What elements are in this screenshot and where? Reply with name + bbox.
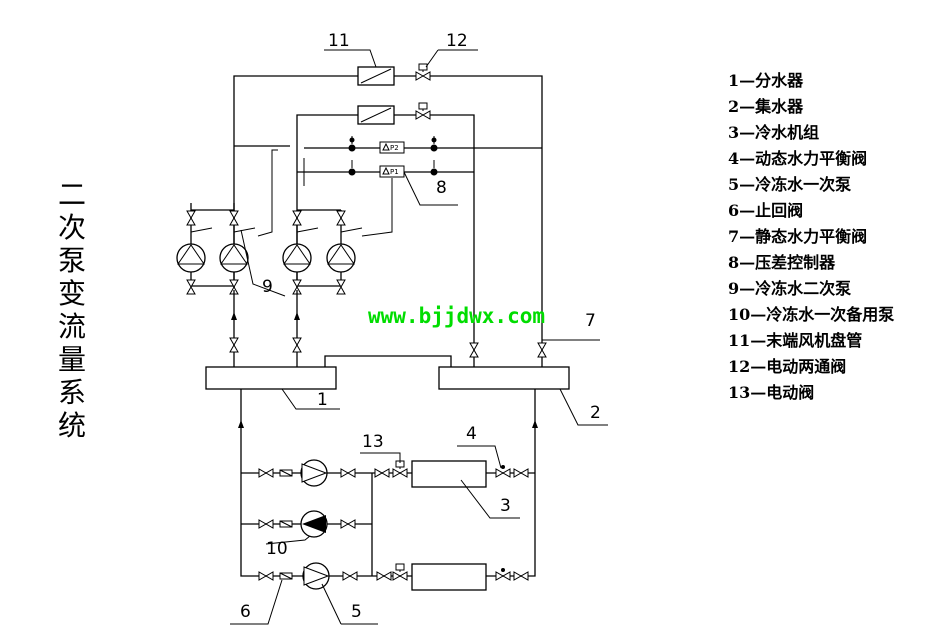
callout-12: 12: [446, 31, 468, 51]
balance-valve-lower: [495, 568, 529, 581]
p2-label: P2: [390, 144, 399, 152]
callout-10: 10: [266, 539, 288, 559]
balance-valve-4: [495, 465, 529, 478]
callout-5: 5: [351, 602, 362, 622]
callout-1: 1: [317, 390, 328, 410]
primary-standby-pump-10: [258, 510, 356, 538]
chiller-3: [411, 460, 487, 488]
electric-two-way-valve-lower: [415, 102, 431, 120]
legend-item: 13—电动阀: [728, 383, 815, 402]
p1-label: P1: [390, 168, 399, 176]
electric-valve-lower: [392, 563, 408, 581]
legend-item: 5—冷冻水一次泵: [728, 175, 852, 194]
electric-valve-13: [392, 460, 408, 478]
fan-coil-unit-2: [357, 105, 395, 125]
supply-down-pipes: [229, 290, 600, 368]
callout-6: 6: [240, 602, 251, 622]
legend-item: 3—冷水机组: [728, 123, 820, 142]
legend-item: 8—压差控制器: [728, 253, 836, 272]
callout-7: 7: [585, 311, 596, 331]
legend-item: 4—动态水力平衡阀: [728, 149, 868, 168]
chiller-lower: [411, 563, 487, 591]
legend-item: 7—静态水力平衡阀: [728, 227, 868, 246]
electric-two-way-valve-12: [415, 63, 431, 81]
callout-13: 13: [362, 432, 384, 452]
sensor-points: [348, 136, 438, 176]
bypass-pipe: [324, 355, 452, 367]
legend-item: 6—止回阀: [728, 201, 804, 220]
callout-4: 4: [466, 424, 477, 444]
callout-leaders: [230, 49, 608, 625]
legend-item: 9—冷冻水二次泵: [728, 279, 852, 298]
legend-item: 12—电动两通阀: [728, 357, 847, 376]
fan-coil-unit-11: [357, 66, 395, 86]
collector-2: [438, 366, 570, 390]
legend-item: 1—分水器: [728, 71, 804, 90]
pressure-controller-p2: P2: [379, 141, 405, 154]
legend-item: 11—末端风机盘管: [728, 331, 863, 350]
callout-3: 3: [500, 496, 511, 516]
vertical-title: 二次泵变流量系统: [57, 178, 86, 442]
callout-9: 9: [262, 277, 273, 297]
callout-8: 8: [436, 178, 447, 198]
secondary-pump-group-9: [176, 203, 363, 295]
legend-item: 2—集水器: [728, 97, 804, 116]
control-line-p1: [361, 178, 393, 237]
pressure-controller-p1: P1: [379, 165, 405, 178]
control-line-p2: [257, 149, 278, 237]
watermark: www.bjjdwx.com: [368, 304, 546, 328]
distributor-1: [205, 366, 337, 390]
legend-list: 1—分水器 2—集水器 3—冷水机组 4—动态水力平衡阀 5—冷冻水一次泵 6—…: [728, 68, 924, 406]
callout-2: 2: [590, 403, 601, 423]
callout-11: 11: [328, 31, 350, 51]
legend-item: 10—冷冻水一次备用泵: [728, 305, 895, 324]
